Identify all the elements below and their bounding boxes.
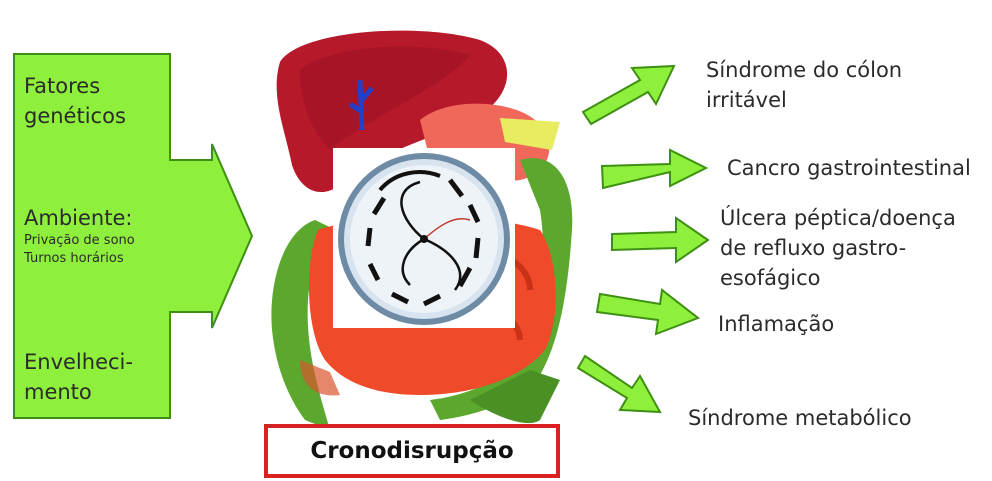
cause-environment-title: Ambiente:: [24, 204, 132, 232]
cause-environment-detail-1: Privação de sono: [24, 232, 135, 250]
clock-icon: [333, 148, 515, 328]
center-label-box: Cronodisrupção: [264, 424, 560, 478]
cause-genetic-line1: Fatores: [24, 72, 100, 100]
outcome-3-line2: de refluxo gastro-: [720, 234, 906, 262]
outcome-3-line3: esofágico: [720, 264, 821, 292]
cause-aging-line1: Envelheci-: [24, 348, 133, 376]
outcome-arrow-5: [578, 356, 660, 412]
cause-environment-detail-2: Turnos horários: [24, 250, 124, 268]
outcome-1-line1: Síndrome do cólon: [706, 56, 902, 84]
outcome-arrow-1: [583, 66, 674, 124]
outcome-1-line2: irritável: [706, 86, 787, 114]
outcome-arrow-2: [602, 150, 706, 188]
cause-aging-line2: mento: [24, 378, 92, 406]
outcome-4: Inflamação: [718, 310, 834, 338]
outcome-arrow-3: [612, 218, 708, 262]
outcome-5: Síndrome metabólico: [688, 404, 912, 432]
outcome-3-line1: Úlcera péptica/doença: [720, 204, 956, 232]
outcome-2: Cancro gastrointestinal: [727, 154, 971, 182]
cause-genetic-line2: genéticos: [24, 102, 126, 130]
outcome-arrow-4: [597, 290, 698, 334]
center-label: Cronodisrupção: [310, 438, 513, 464]
